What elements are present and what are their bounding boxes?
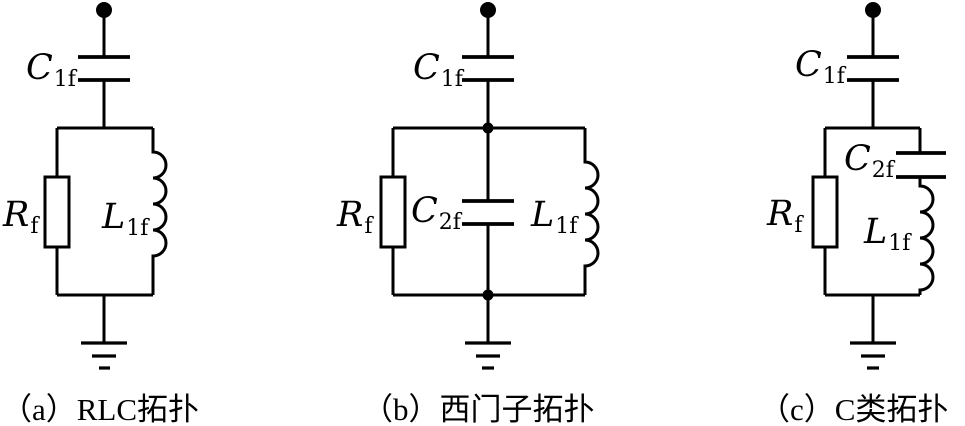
label-main: C bbox=[413, 48, 440, 88]
label-rf-b: Rf bbox=[337, 198, 373, 238]
label-sub: 1f bbox=[53, 67, 76, 92]
capacitor-c2f-symbol bbox=[462, 199, 514, 226]
inductor-l1f-symbol bbox=[151, 128, 168, 295]
inductor-l1f-symbol bbox=[583, 128, 600, 295]
label-main: R bbox=[337, 195, 364, 235]
label-main: C bbox=[411, 191, 438, 231]
resistor-rf-symbol bbox=[43, 175, 71, 249]
label-sub: 1f bbox=[822, 64, 845, 89]
label-sub: 1f bbox=[126, 216, 149, 241]
label-sub: 1f bbox=[555, 214, 578, 239]
terminal-dot bbox=[96, 2, 112, 18]
label-c1f-b: C1f bbox=[413, 51, 463, 91]
resistor-rf-symbol bbox=[379, 175, 407, 249]
label-l1f-c: L1f bbox=[864, 215, 910, 255]
capacitor-c2f-symbol bbox=[896, 151, 946, 179]
label-rf-a: Rf bbox=[3, 198, 39, 238]
label-c2f-c: C2f bbox=[844, 142, 894, 182]
ground-symbol bbox=[81, 341, 127, 370]
circuit-c bbox=[811, 2, 946, 370]
label-c1f-c: C1f bbox=[795, 48, 845, 88]
ground-symbol bbox=[465, 341, 511, 370]
label-main: L bbox=[102, 197, 126, 237]
label-sub: f bbox=[30, 214, 39, 239]
caption-a: （a）RLC拓扑 bbox=[1, 392, 200, 426]
label-l1f-a: L1f bbox=[102, 200, 148, 240]
label-sub: 1f bbox=[440, 67, 463, 92]
label-l1f-b: L1f bbox=[531, 198, 577, 238]
label-sub: 2f bbox=[438, 210, 461, 235]
terminal-dot bbox=[865, 2, 881, 18]
resistor-rf-symbol bbox=[811, 175, 839, 249]
label-sub: 1f bbox=[888, 231, 911, 256]
capacitor-c1f-symbol bbox=[462, 55, 514, 82]
capacitor-c1f-symbol bbox=[847, 55, 899, 82]
label-main: C bbox=[26, 48, 53, 88]
label-c1f-a: C1f bbox=[26, 51, 76, 91]
label-main: C bbox=[844, 139, 871, 179]
label-sub: 2f bbox=[871, 158, 894, 183]
label-main: L bbox=[531, 195, 555, 235]
inductor-l1f-symbol bbox=[918, 177, 935, 295]
label-main: R bbox=[767, 194, 794, 234]
terminal-dot bbox=[480, 2, 496, 18]
caption-b: （b）西门子拓扑 bbox=[362, 392, 595, 426]
label-rf-c: Rf bbox=[767, 197, 803, 237]
capacitor-c1f-symbol bbox=[78, 55, 130, 82]
label-sub: f bbox=[794, 213, 803, 238]
label-main: R bbox=[3, 195, 30, 235]
circuit-a bbox=[43, 2, 168, 370]
ground-symbol bbox=[850, 341, 896, 370]
label-main: L bbox=[864, 212, 888, 252]
circuit-b bbox=[379, 2, 600, 370]
label-main: C bbox=[795, 45, 822, 85]
label-sub: f bbox=[364, 214, 373, 239]
caption-c: （c）C类拓扑 bbox=[759, 392, 949, 426]
label-c2f-b: C2f bbox=[411, 194, 461, 234]
